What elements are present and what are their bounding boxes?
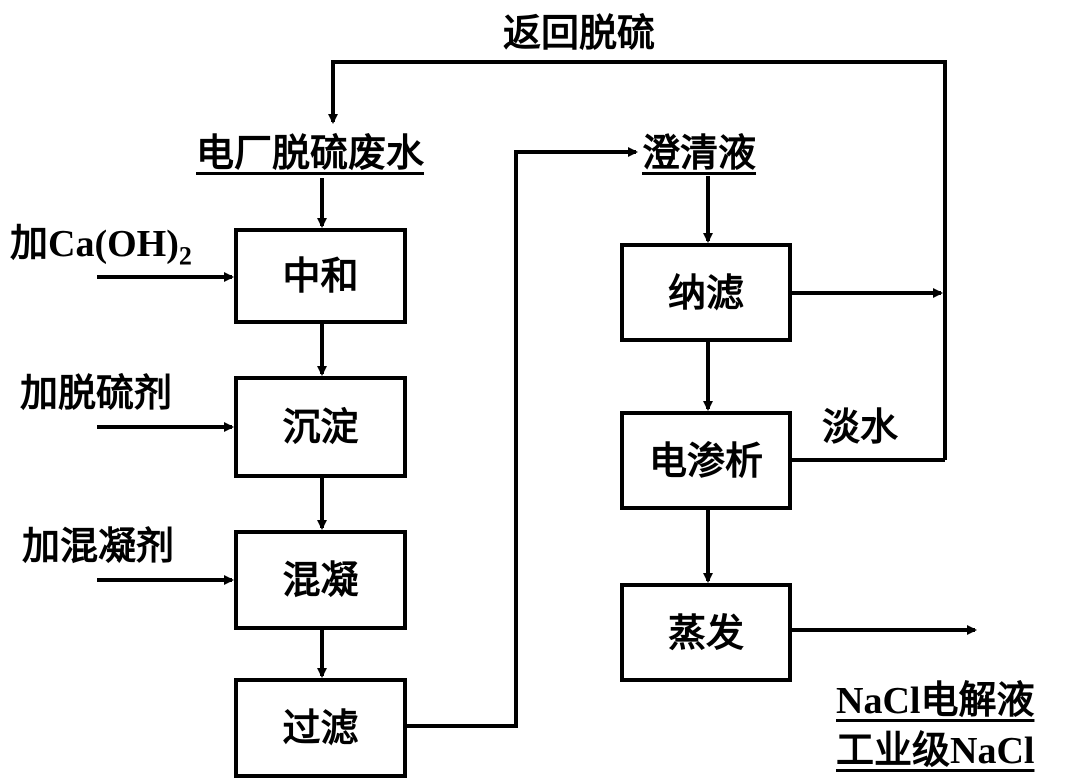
input-desulfurizer-label: 加脱硫剂 bbox=[20, 371, 173, 415]
output-industrial-nacl-label: 工业级NaCl bbox=[836, 730, 1035, 772]
input-coagulant-label: 加混凝剂 bbox=[22, 524, 175, 568]
box-nanofiltration bbox=[620, 243, 792, 342]
box-filter bbox=[234, 678, 407, 778]
box-electrodialysis bbox=[620, 411, 792, 510]
box-coagulate bbox=[234, 530, 407, 630]
step-evaporation: 蒸发 bbox=[667, 611, 744, 655]
input-caoh2-subscript: 2 bbox=[178, 241, 192, 271]
arrow-filter-to-clarified bbox=[405, 147, 638, 728]
input-caoh2-text: 加Ca(OH) bbox=[10, 223, 179, 265]
loop-line bbox=[328, 60, 947, 460]
step-electrodialysis: 电渗析 bbox=[648, 439, 763, 483]
step-nanofiltration: 纳滤 bbox=[667, 271, 744, 315]
input-caoh2-label: 加Ca(OH)2 bbox=[10, 224, 192, 270]
box-evaporation bbox=[620, 583, 792, 682]
step-filter: 过滤 bbox=[282, 706, 359, 750]
step-precipitate: 沉淀 bbox=[282, 405, 359, 449]
box-precipitate bbox=[234, 376, 407, 478]
step-coagulate: 混凝 bbox=[282, 558, 359, 602]
box-neutralize bbox=[234, 228, 407, 324]
output-electrolyte-label: NaCl电解液 bbox=[836, 680, 1035, 722]
loop-label: 返回脱硫 bbox=[503, 11, 656, 55]
source-label: 电厂脱硫废水 bbox=[196, 131, 425, 175]
step-neutralize: 中和 bbox=[282, 254, 359, 298]
clarified-label: 澄清液 bbox=[642, 131, 757, 175]
fresh-water-label: 淡水 bbox=[822, 405, 899, 449]
